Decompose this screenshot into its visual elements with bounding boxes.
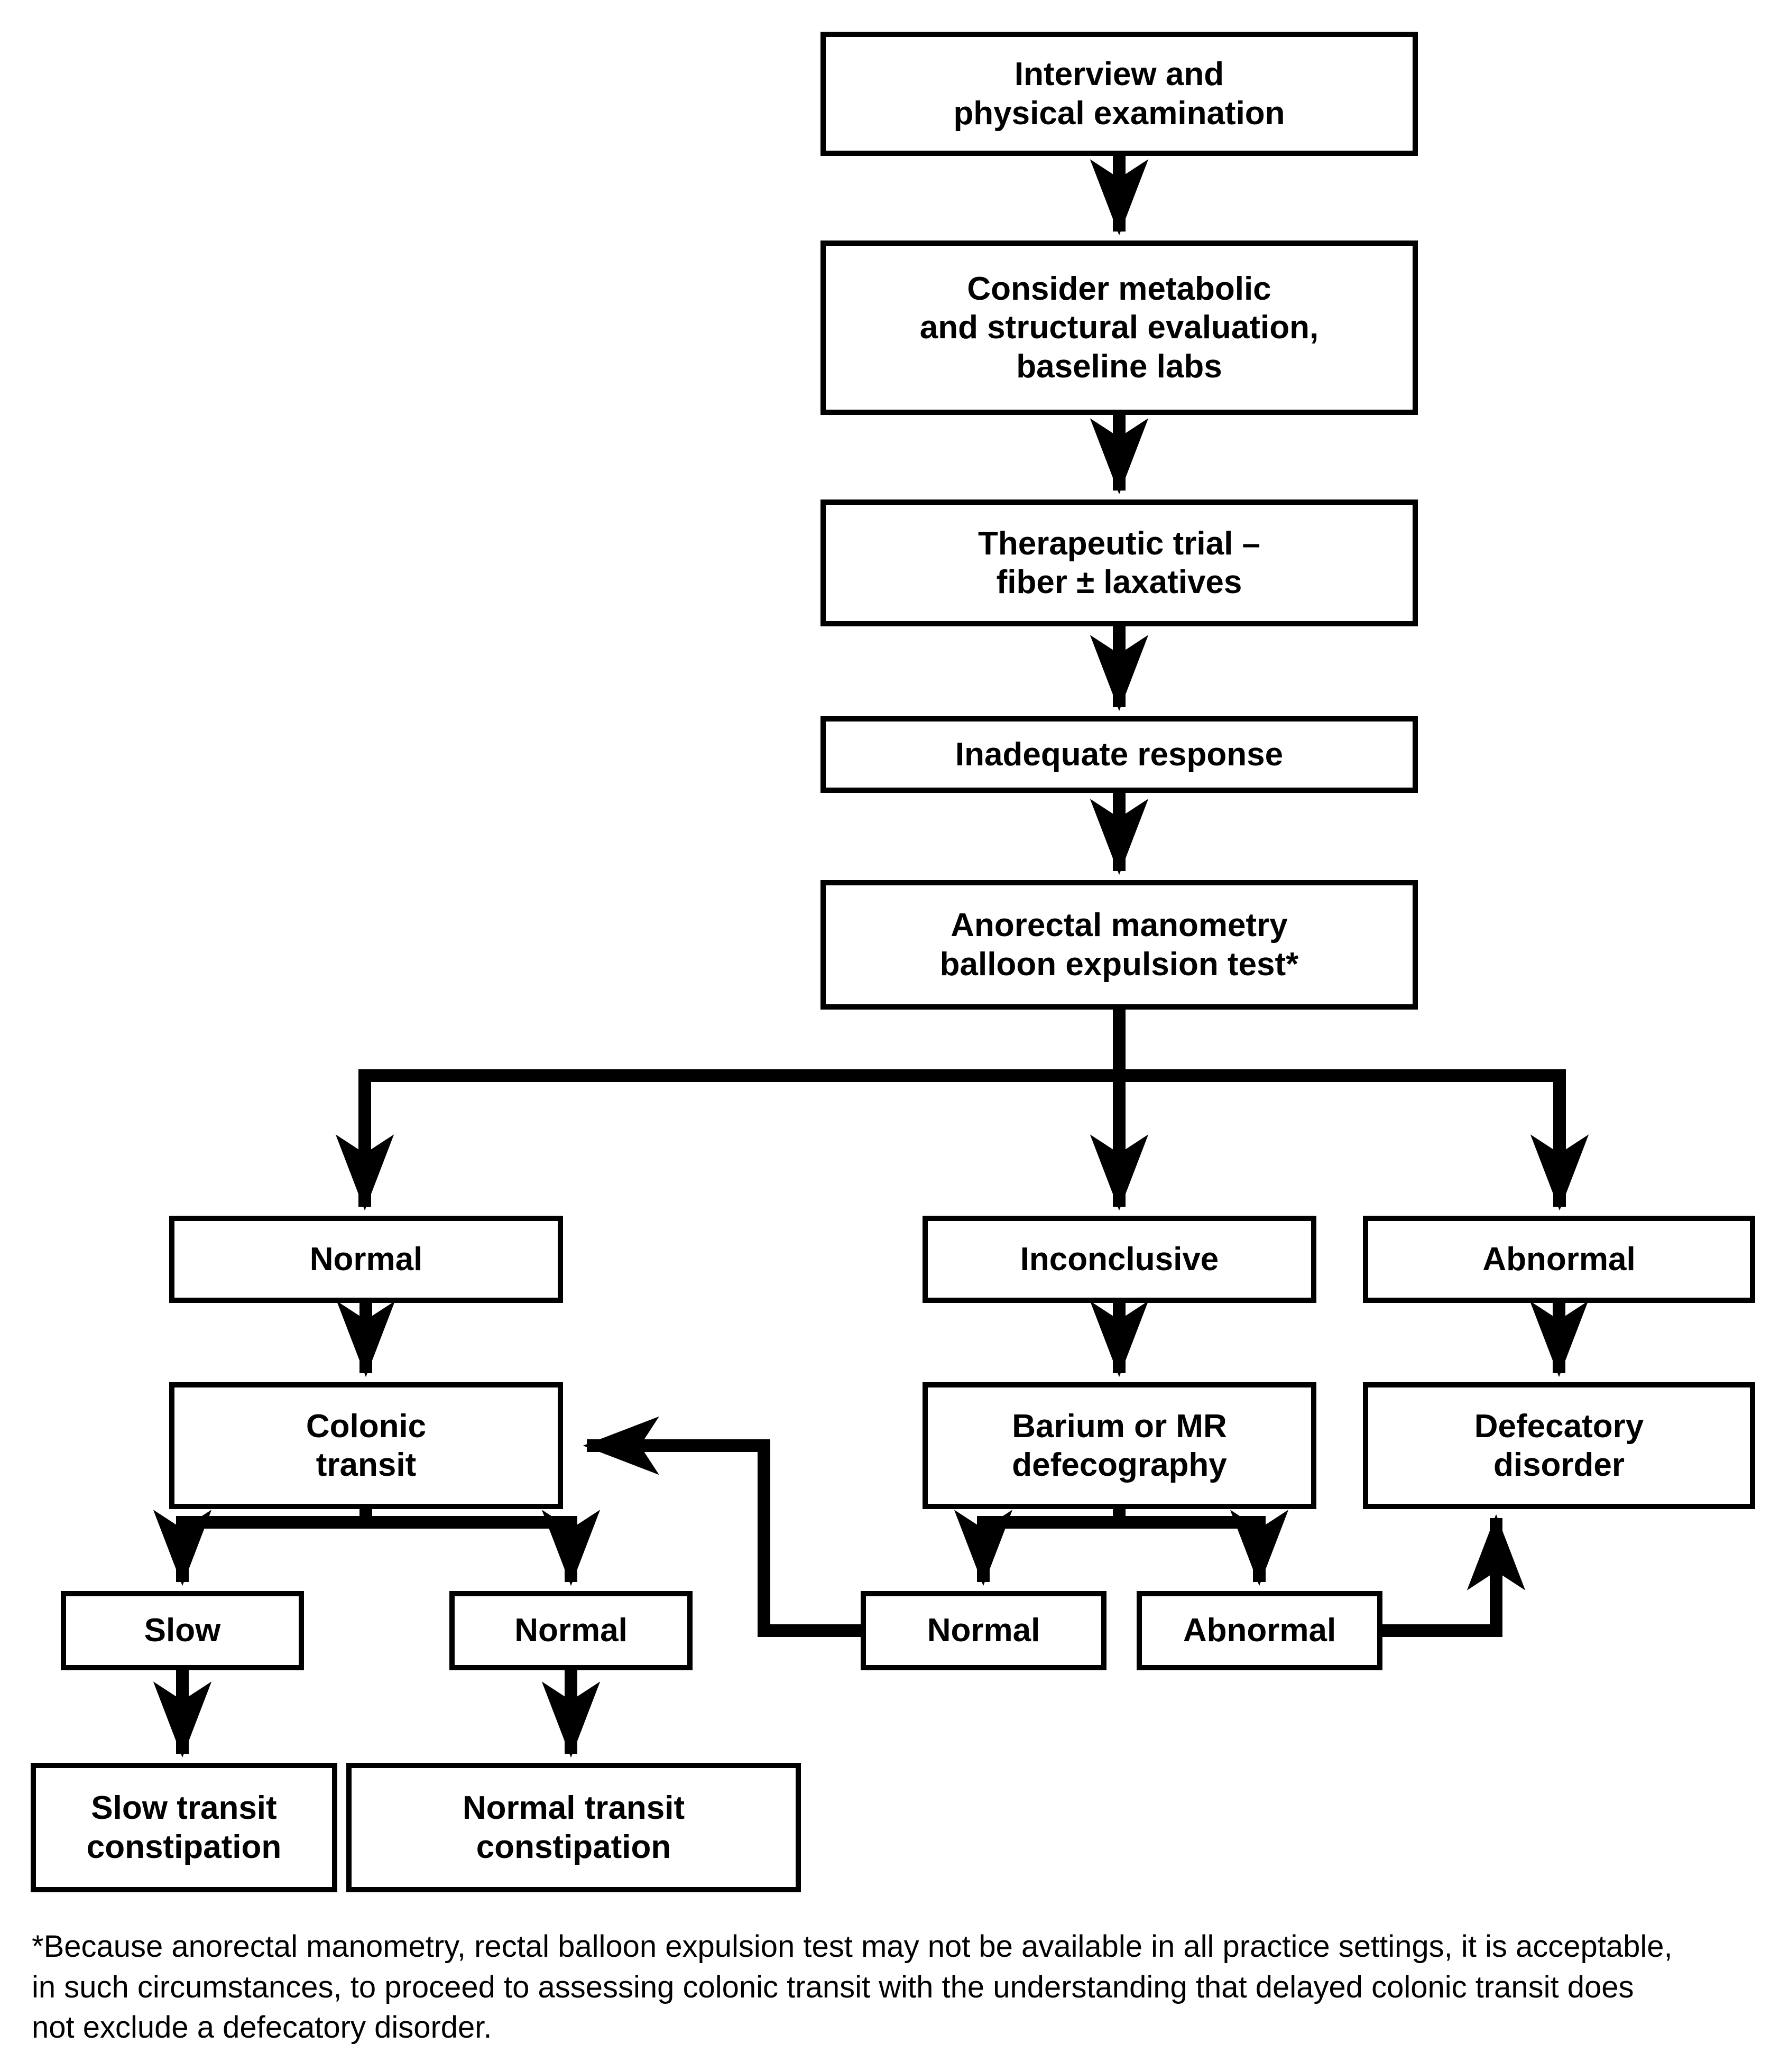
node-normal-transit-constipation: Normal transit constipation xyxy=(346,1763,801,1892)
node-interview: Interview and physical examination xyxy=(820,32,1418,156)
node-result-abnormal: Abnormal xyxy=(1363,1216,1755,1303)
node-defecography-normal: Normal xyxy=(861,1591,1106,1670)
node-slow-transit-constipation: Slow transit constipation xyxy=(31,1763,337,1892)
node-colonic-transit: Colonic transit xyxy=(169,1382,563,1509)
loop-defecography-abnormal-to-defecatory xyxy=(1382,1514,1526,1637)
node-defecography-abnormal: Abnormal xyxy=(1137,1591,1382,1670)
node-label: disorder xyxy=(1493,1447,1625,1483)
node-label: baseline labs xyxy=(1016,348,1222,385)
footnote-line: in such circumstances, to proceed to ass… xyxy=(32,1969,1634,2004)
node-label: defecography xyxy=(1012,1447,1227,1483)
node-label: Slow transit xyxy=(91,1790,277,1827)
node-label: Normal transit xyxy=(462,1790,685,1827)
footnote: *Because anorectal manometry, rectal bal… xyxy=(32,1927,1771,2048)
node-label: fiber ± laxatives xyxy=(996,564,1242,600)
node-label: Normal xyxy=(514,1612,628,1649)
node-transit-normal: Normal xyxy=(449,1591,693,1670)
node-consider-evaluation: Consider metabolic and structural evalua… xyxy=(820,240,1418,415)
node-anorectal-manometry: Anorectal manometry balloon expulsion te… xyxy=(820,880,1418,1010)
node-label: Colonic xyxy=(306,1408,427,1445)
node-label: Slow xyxy=(144,1612,221,1649)
node-label: Barium or MR xyxy=(1012,1408,1227,1445)
node-label: physical examination xyxy=(953,95,1285,132)
node-label: Abnormal xyxy=(1482,1241,1636,1278)
node-label: Normal xyxy=(309,1241,423,1278)
node-inadequate-response: Inadequate response xyxy=(820,716,1418,793)
node-transit-slow: Slow xyxy=(61,1591,304,1670)
node-result-inconclusive: Inconclusive xyxy=(923,1216,1316,1303)
node-label: and structural evaluation, xyxy=(919,309,1319,346)
footnote-line: not exclude a defecatory disorder. xyxy=(32,2010,492,2045)
node-label: Consider metabolic xyxy=(967,271,1271,308)
node-label: Abnormal xyxy=(1183,1612,1336,1649)
node-label: Inconclusive xyxy=(1020,1241,1219,1278)
node-label: Therapeutic trial – xyxy=(978,525,1261,562)
node-label: Defecatory xyxy=(1474,1408,1644,1445)
node-label: transit xyxy=(316,1447,417,1483)
node-defecatory-disorder: Defecatory disorder xyxy=(1363,1382,1755,1509)
node-defecography: Barium or MR defecography xyxy=(923,1382,1316,1509)
node-therapeutic-trial: Therapeutic trial – fiber ± laxatives xyxy=(820,500,1418,626)
node-label: Normal xyxy=(927,1612,1040,1649)
node-label: balloon expulsion test* xyxy=(939,946,1299,983)
node-result-normal: Normal xyxy=(169,1216,563,1303)
node-label: constipation xyxy=(476,1828,671,1865)
node-label: Inadequate response xyxy=(955,736,1284,773)
node-label: Interview and xyxy=(1014,56,1224,93)
footnote-line: *Because anorectal manometry, rectal bal… xyxy=(32,1929,1673,1964)
node-label: Anorectal manometry xyxy=(951,907,1288,944)
node-label: constipation xyxy=(86,1828,282,1865)
